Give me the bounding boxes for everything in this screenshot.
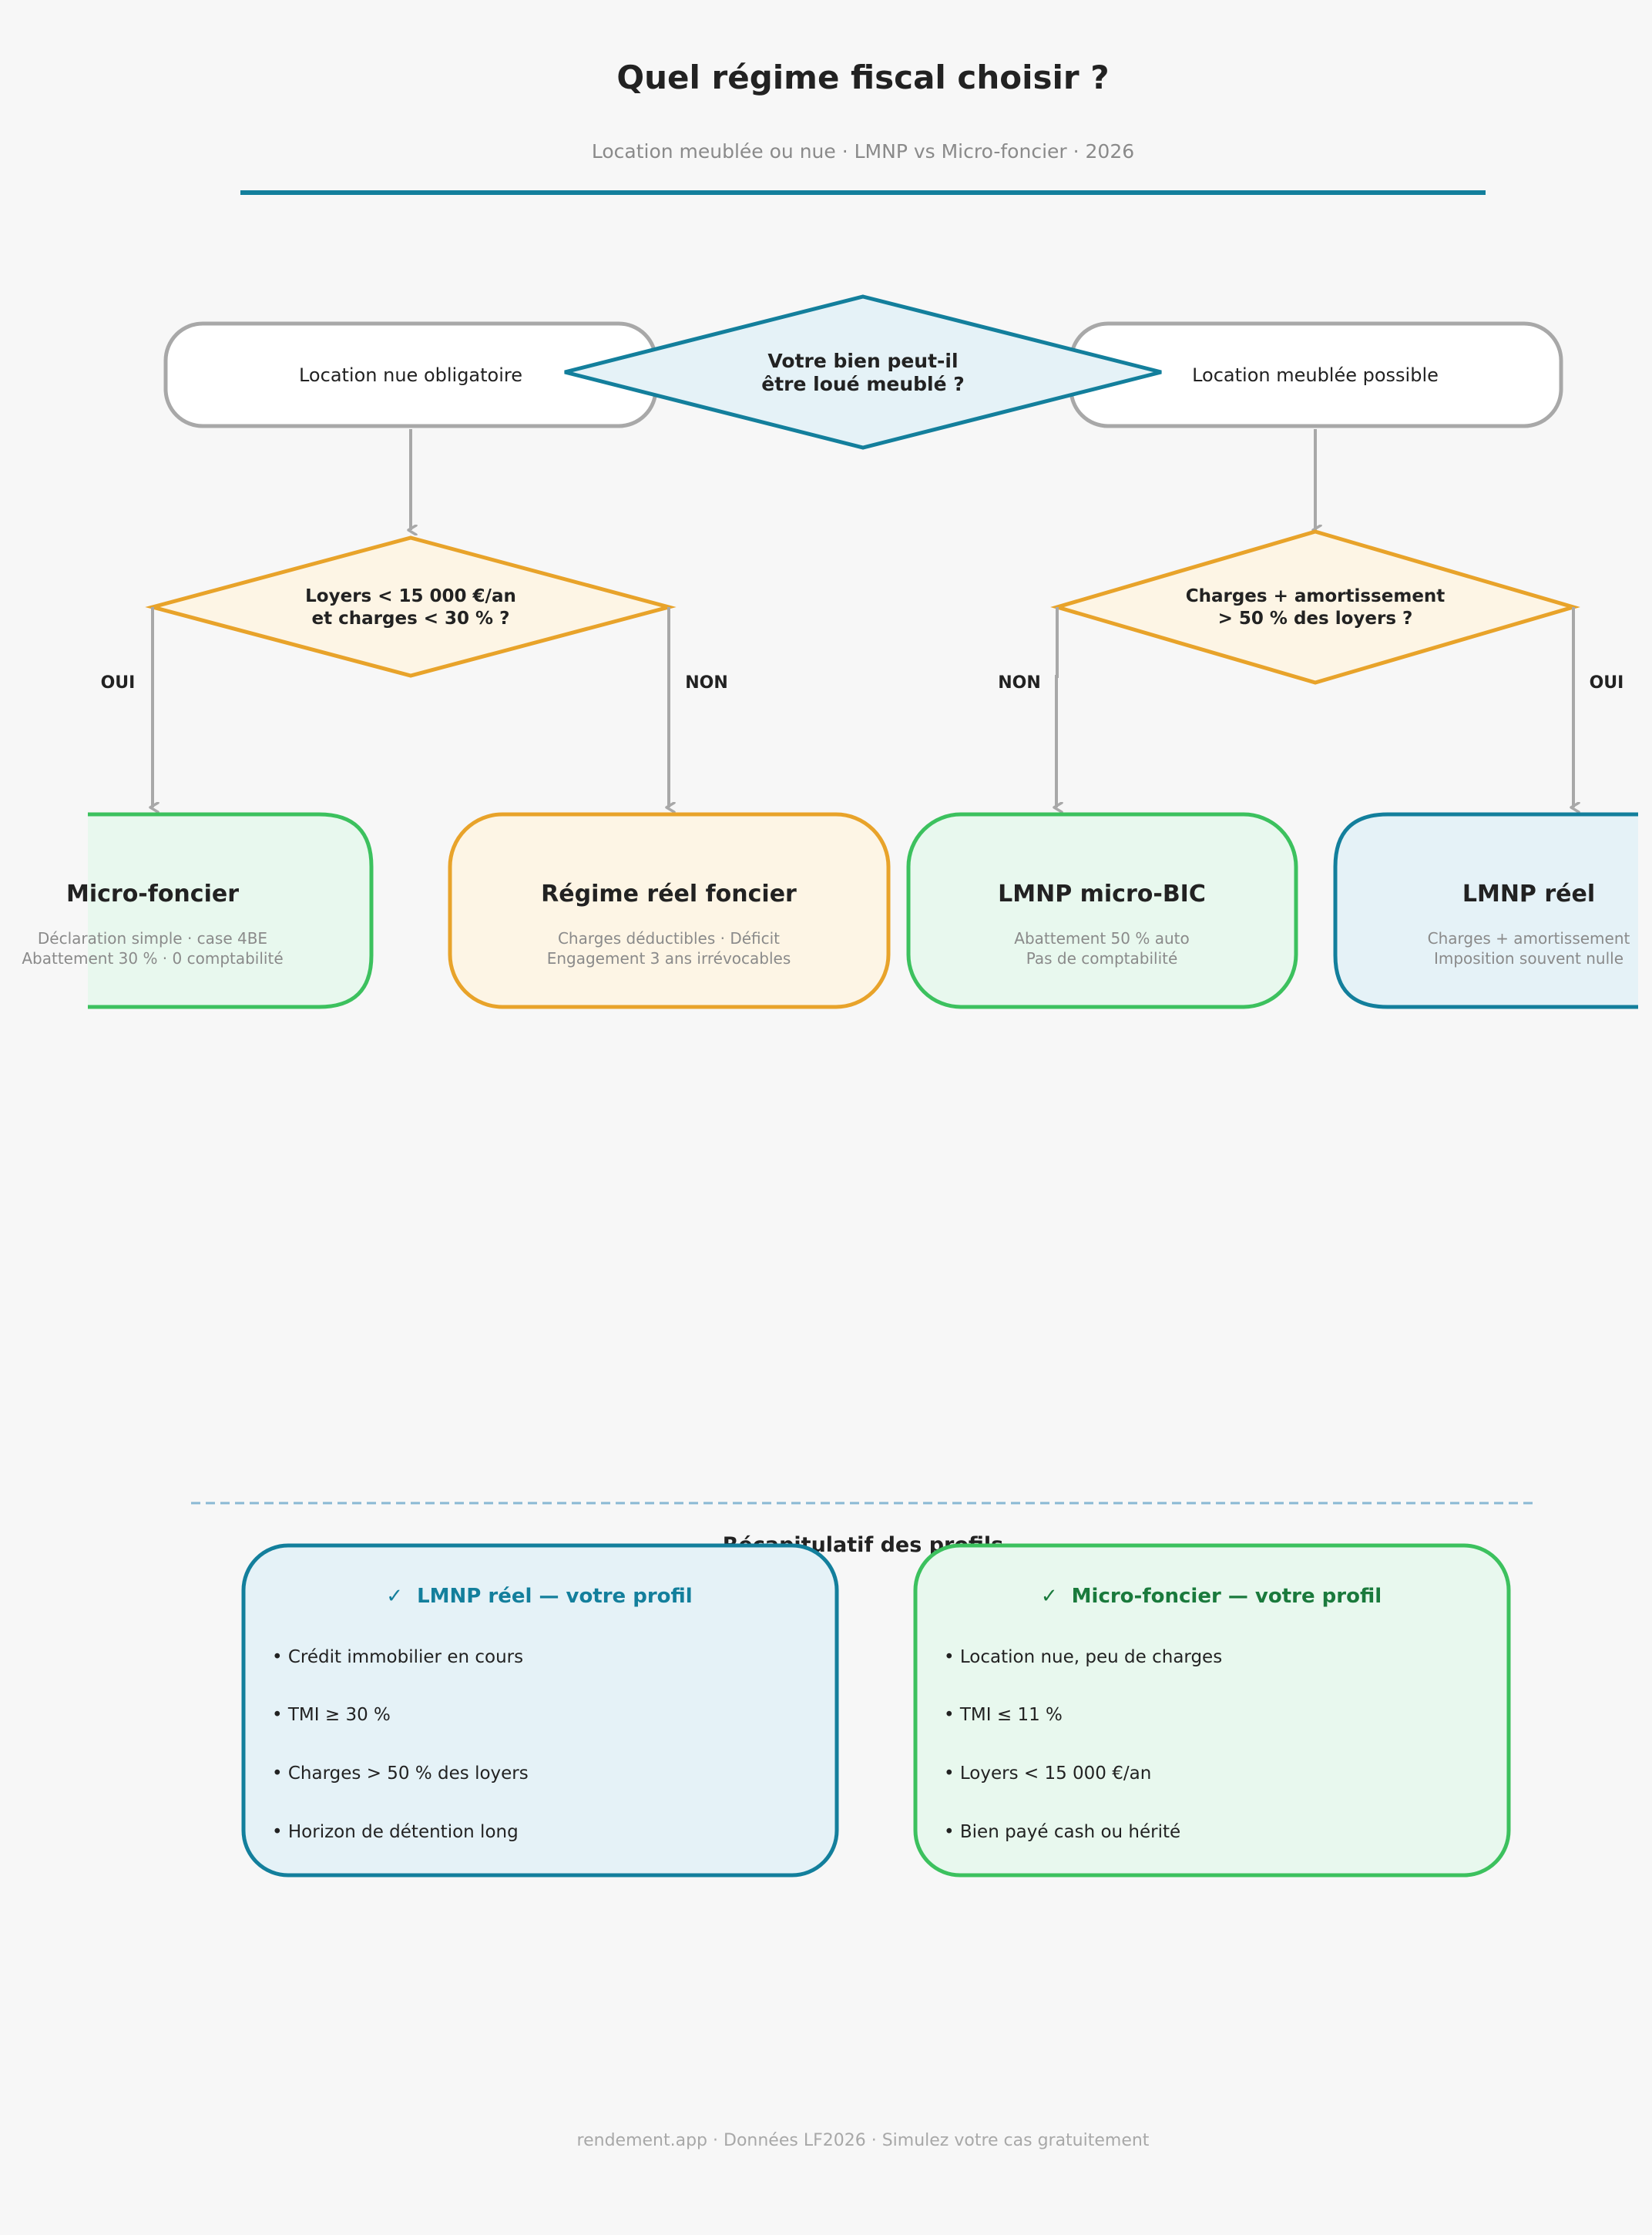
profile-bullet: • TMI ≥ 30 % xyxy=(272,1705,391,1725)
decision-charges[interactable]: Charges + amortissement > 50 % des loyer… xyxy=(1050,529,1580,685)
arrow-non-micro-bic xyxy=(1056,607,1057,807)
branch-label-non-left: NON xyxy=(685,673,728,693)
profile-card-micro-foncier-title: ✓ Micro-foncier — votre profil xyxy=(1041,1585,1382,1608)
result-micro-foncier-line2: Abattement 30 % · 0 comptabilité xyxy=(22,949,283,968)
result-reel-foncier[interactable]: Régime réel foncier Charges déductibles … xyxy=(448,812,891,1009)
profile-bullet: • Bien payé cash ou hérité xyxy=(944,1822,1180,1842)
result-lmnp-reel-line2: Imposition souvent nulle xyxy=(1434,949,1623,968)
footer-text[interactable]: rendement.app · Données LF2026 · Simulez… xyxy=(577,2131,1150,2150)
result-lmnp-micro-bic[interactable]: LMNP micro-BIC Abattement 50 % auto Pas … xyxy=(906,812,1298,1009)
node-location-nue[interactable]: Location nue obligatoire xyxy=(163,321,658,428)
result-lmnp-micro-bic-line2: Pas de comptabilité xyxy=(1026,949,1178,968)
profile-bullet: • Charges > 50 % des loyers xyxy=(272,1764,529,1784)
result-lmnp-reel[interactable]: LMNP réel Charges + amortissement Imposi… xyxy=(1333,812,1638,1009)
result-lmnp-micro-bic-line1: Abattement 50 % auto xyxy=(1014,929,1189,948)
node-location-meublee[interactable]: Location meublée possible xyxy=(1069,321,1563,428)
branch-label-oui-right: OUI xyxy=(1590,673,1624,693)
result-micro-foncier-line1: Déclaration simple · case 4BE xyxy=(38,929,267,948)
profile-card-lmnp-reel: ✓ LMNP réel — votre profil • Crédit immob… xyxy=(241,1543,839,1878)
profile-bullet: • Crédit immobilier en cours xyxy=(272,1647,523,1667)
decision-start-line1: Votre bien peut-il xyxy=(767,350,958,372)
page-title: Quel régime fiscal choisir ? xyxy=(616,59,1109,96)
result-reel-foncier-title: Régime réel foncier xyxy=(541,881,797,908)
result-lmnp-micro-bic-title: LMNP micro-BIC xyxy=(998,881,1206,908)
result-reel-foncier-line1: Charges déductibles · Déficit xyxy=(558,929,780,948)
result-lmnp-reel-title: LMNP réel xyxy=(1462,881,1595,908)
profile-bullet: • Loyers < 15 000 €/an xyxy=(944,1764,1151,1784)
decision-charges-line1: Charges + amortissement xyxy=(1186,586,1446,606)
profile-bullet: • Location nue, peu de charges xyxy=(944,1647,1222,1667)
profile-bullet: • Horizon de détention long xyxy=(272,1822,519,1842)
decision-loyers-line2: et charges < 30 % ? xyxy=(312,609,510,629)
decision-charges-line2: > 50 % des loyers ? xyxy=(1218,609,1413,629)
check-icon: ✓ xyxy=(1041,1585,1058,1608)
node-location-meublee-label: Location meublée possible xyxy=(1192,364,1439,386)
branch-label-non-right: NON xyxy=(998,673,1041,693)
result-lmnp-reel-line1: Charges + amortissement xyxy=(1428,929,1630,948)
result-micro-foncier[interactable]: Micro-foncier Déclaration simple · case … xyxy=(22,812,374,1009)
decision-start[interactable]: Votre bien peut-il être loué meublé ? xyxy=(564,294,1162,450)
result-reel-foncier-line2: Engagement 3 ans irrévocables xyxy=(547,949,791,968)
result-micro-foncier-title: Micro-foncier xyxy=(66,881,239,908)
node-location-nue-label: Location nue obligatoire xyxy=(299,364,522,386)
profile-card-micro-foncier-title-text: Micro-foncier — votre profil xyxy=(1072,1585,1382,1608)
profile-card-lmnp-reel-title: ✓ LMNP réel — votre profil xyxy=(386,1585,692,1608)
profile-card-micro-foncier: ✓ Micro-foncier — votre profil • Location… xyxy=(913,1543,1511,1878)
decision-loyers-line1: Loyers < 15 000 €/an xyxy=(305,586,516,606)
profile-card-lmnp-reel-title-text: LMNP réel — votre profil xyxy=(417,1585,693,1608)
profile-bullet: • TMI ≤ 11 % xyxy=(944,1705,1063,1725)
page-subtitle: Location meublée ou nue · LMNP vs Micro-… xyxy=(592,140,1134,163)
decision-start-line2: être loué meublé ? xyxy=(761,373,965,395)
check-icon: ✓ xyxy=(386,1585,403,1608)
branch-label-oui-left: OUI xyxy=(101,673,136,693)
decision-loyers[interactable]: Loyers < 15 000 €/an et charges < 30 % ? xyxy=(145,535,677,678)
